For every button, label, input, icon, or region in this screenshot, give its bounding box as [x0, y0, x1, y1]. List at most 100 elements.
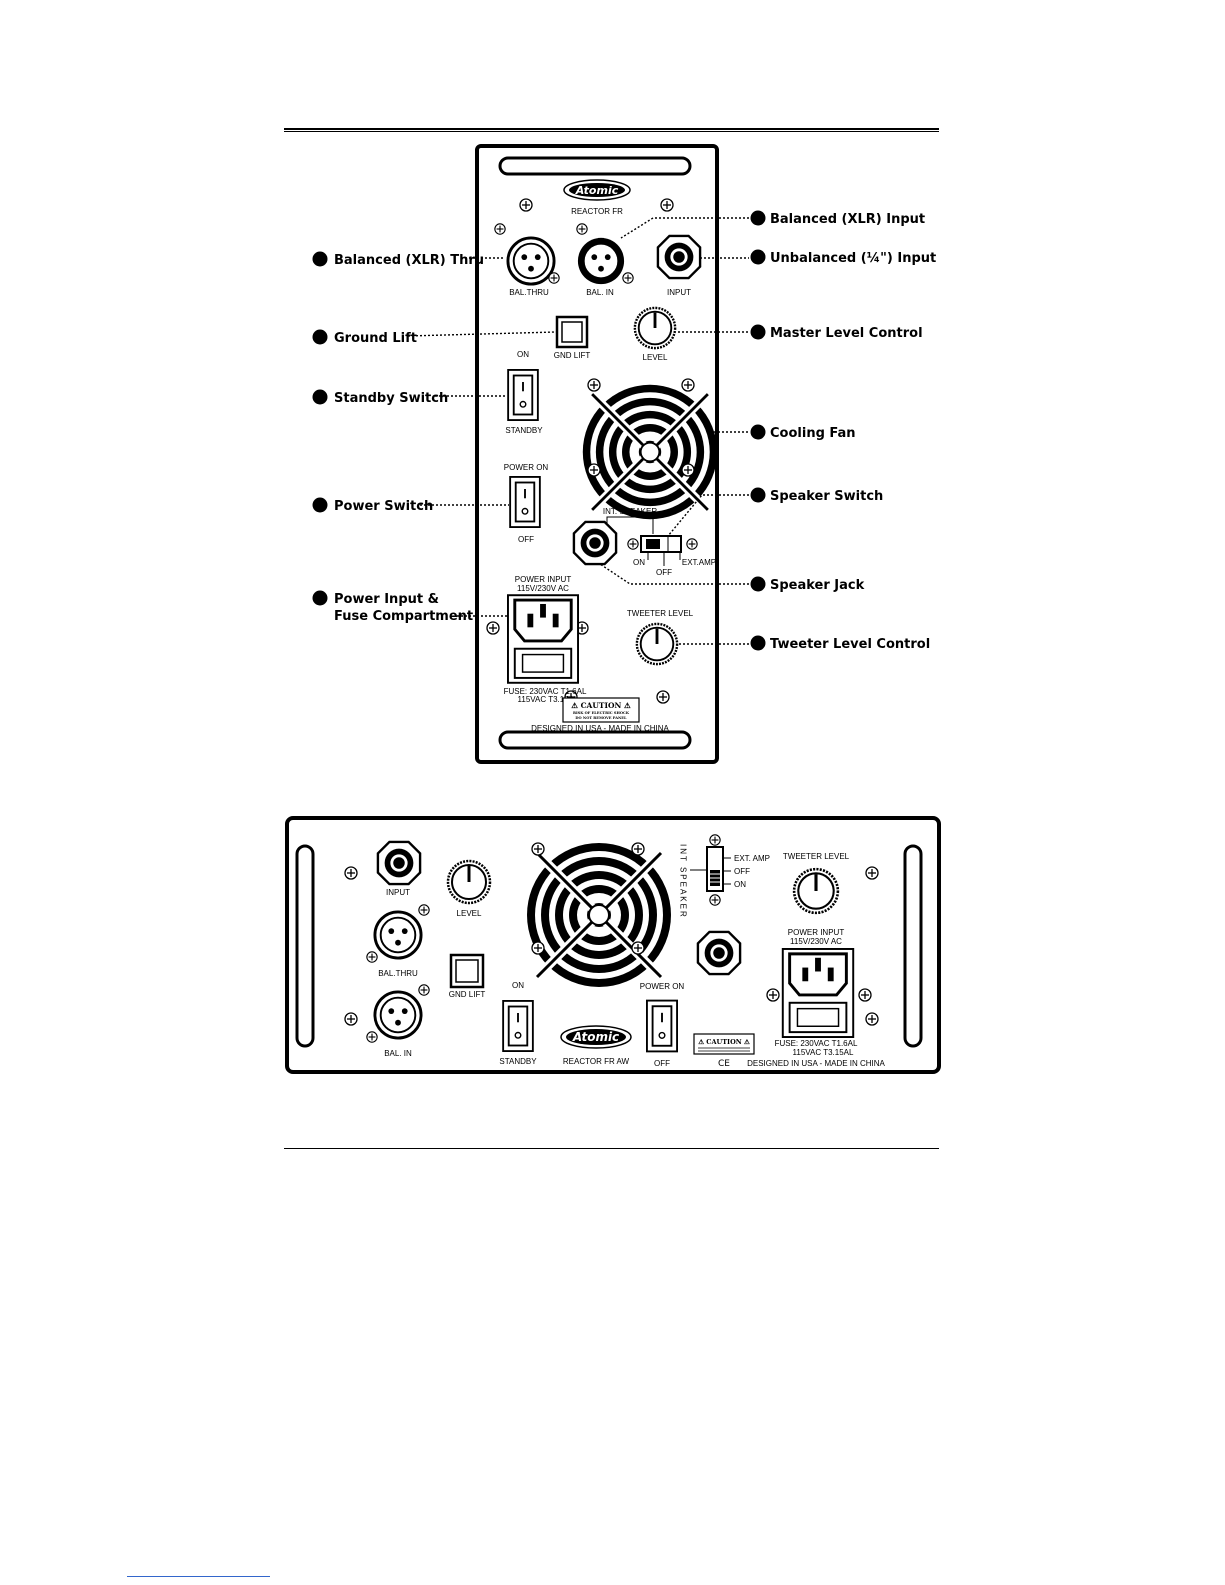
top-rule-thin: [284, 131, 939, 132]
callout-bal-in: Balanced (XLR) Input: [770, 212, 925, 227]
screw-icon: [366, 951, 378, 963]
callout-master-level: Master Level Control: [770, 326, 923, 341]
callout-marker: [312, 497, 328, 513]
bal-in-connector-icon: [576, 236, 626, 286]
svg-text:⚠ CAUTION ⚠: ⚠ CAUTION ⚠: [698, 1038, 751, 1046]
atomic-logo: Atomic: [563, 179, 631, 201]
speaker-slide-switch[interactable]: [706, 846, 724, 892]
standby-switch-icon[interactable]: [502, 1000, 534, 1052]
callout-marker: [750, 424, 766, 440]
standby-switch-icon[interactable]: [507, 369, 539, 421]
callout-marker: [750, 635, 766, 651]
brand-logo-text: Atomic: [572, 1030, 619, 1044]
power-switch-icon[interactable]: [646, 999, 678, 1053]
panel-handle-right: [903, 844, 923, 1048]
speaker-jack-icon: [572, 520, 618, 566]
screw-icon: [494, 223, 506, 235]
label-voltage: 115V/230V AC: [790, 937, 842, 946]
gnd-lift-button[interactable]: [555, 315, 589, 349]
screw-icon: [709, 834, 721, 846]
callout-marker: [750, 324, 766, 340]
callout-marker: [750, 210, 766, 226]
callout-power-switch: Power Switch: [334, 499, 433, 514]
label-bal-thru: BAL.THRU: [378, 969, 418, 978]
label-bal-in: BAL. IN: [586, 288, 614, 297]
speaker-slide-switch[interactable]: [640, 535, 682, 553]
callouts-left: Balanced (XLR) Thru Ground Lift Standby …: [312, 251, 484, 624]
callout-marker: [750, 487, 766, 503]
vertical-panel: Atomic REACTOR FR BAL.THRU BAL. IN INPUT…: [475, 144, 717, 764]
label-switch-on: ON: [734, 880, 746, 889]
screw-icon: [344, 1012, 358, 1026]
label-level: LEVEL: [643, 353, 668, 362]
screw-icon: [631, 842, 645, 856]
label-fuse-2: 115VAC T3.15AL: [518, 695, 579, 704]
tweeter-knob-icon[interactable]: [635, 622, 679, 666]
callout-speaker-jack: Speaker Jack: [770, 578, 865, 593]
label-power-input: POWER INPUT: [788, 928, 845, 937]
callout-marker: [312, 329, 328, 345]
screw-icon: [660, 198, 674, 212]
input-jack-icon: [656, 234, 702, 280]
svg-text:DO NOT REMOVE PANEL: DO NOT REMOVE PANEL: [575, 716, 627, 720]
speaker-jack-icon: [696, 930, 742, 976]
input-jack-icon: [376, 840, 422, 886]
callout-power-input-2: Fuse Compartment: [334, 609, 473, 624]
bottom-rule: [284, 1148, 939, 1149]
label-power-input: POWER INPUT: [515, 575, 572, 584]
level-knob-icon[interactable]: [633, 306, 677, 350]
power-inlet-icon: [507, 594, 579, 684]
cooling-fan-icon: [527, 843, 671, 987]
bal-in-connector-icon: [373, 990, 423, 1040]
label-power-on: POWER ON: [504, 463, 549, 472]
screw-icon: [865, 1012, 879, 1026]
panel-handle-left: [295, 844, 315, 1048]
model-name: REACTOR FR AW: [563, 1057, 630, 1066]
label-standby-on: ON: [517, 350, 529, 359]
screw-icon: [686, 538, 698, 550]
screw-icon: [576, 223, 588, 235]
label-tweeter-level: TWEETER LEVEL: [783, 852, 850, 861]
callout-bal-thru: Balanced (XLR) Thru: [334, 253, 484, 268]
label-int-speaker: INT SPEAKER: [679, 844, 688, 919]
callout-ground-lift: Ground Lift: [334, 331, 417, 346]
ce-mark: CE: [718, 1059, 730, 1069]
label-input: INPUT: [667, 288, 691, 297]
level-knob-icon[interactable]: [446, 859, 492, 905]
label-switch-on: ON: [633, 558, 645, 567]
panel-handle-bottom: [498, 730, 692, 750]
gnd-lift-button[interactable]: [449, 953, 485, 989]
screw-icon: [631, 941, 645, 955]
top-rule: [284, 128, 939, 130]
label-ext-amp: EXT.AMP: [682, 558, 716, 567]
label-power-off: OFF: [654, 1059, 670, 1068]
screw-icon: [865, 866, 879, 880]
label-switch-off: OFF: [734, 867, 750, 876]
screw-icon: [587, 378, 601, 392]
caution-sticker: ⚠ CAUTION ⚠: [693, 1033, 755, 1055]
tweeter-knob-icon[interactable]: [792, 867, 840, 915]
screw-icon: [622, 272, 634, 284]
screw-icon: [548, 272, 560, 284]
label-gnd-lift: GND LIFT: [554, 351, 591, 360]
screw-icon: [418, 904, 430, 916]
callout-marker: [750, 576, 766, 592]
bal-thru-connector-icon: [373, 910, 423, 960]
screw-icon: [344, 866, 358, 880]
callout-fan: Cooling Fan: [770, 426, 856, 441]
callout-standby: Standby Switch: [334, 391, 448, 406]
screw-icon: [709, 894, 721, 906]
label-input: INPUT: [386, 888, 410, 897]
callout-tweeter: Tweeter Level Control: [770, 637, 930, 652]
screw-icon: [531, 842, 545, 856]
brand-logo-text: Atomic: [575, 184, 619, 197]
label-level: LEVEL: [457, 909, 482, 918]
label-voltage: 115V/230V AC: [517, 584, 569, 593]
label-bal-thru: BAL.THRU: [509, 288, 549, 297]
callout-speaker-switch: Speaker Switch: [770, 489, 883, 504]
callout-marker: [750, 249, 766, 265]
callout-marker: [312, 251, 328, 267]
label-int-speaker: INT. SPEAKER: [603, 507, 657, 516]
power-switch-icon[interactable]: [509, 476, 541, 528]
